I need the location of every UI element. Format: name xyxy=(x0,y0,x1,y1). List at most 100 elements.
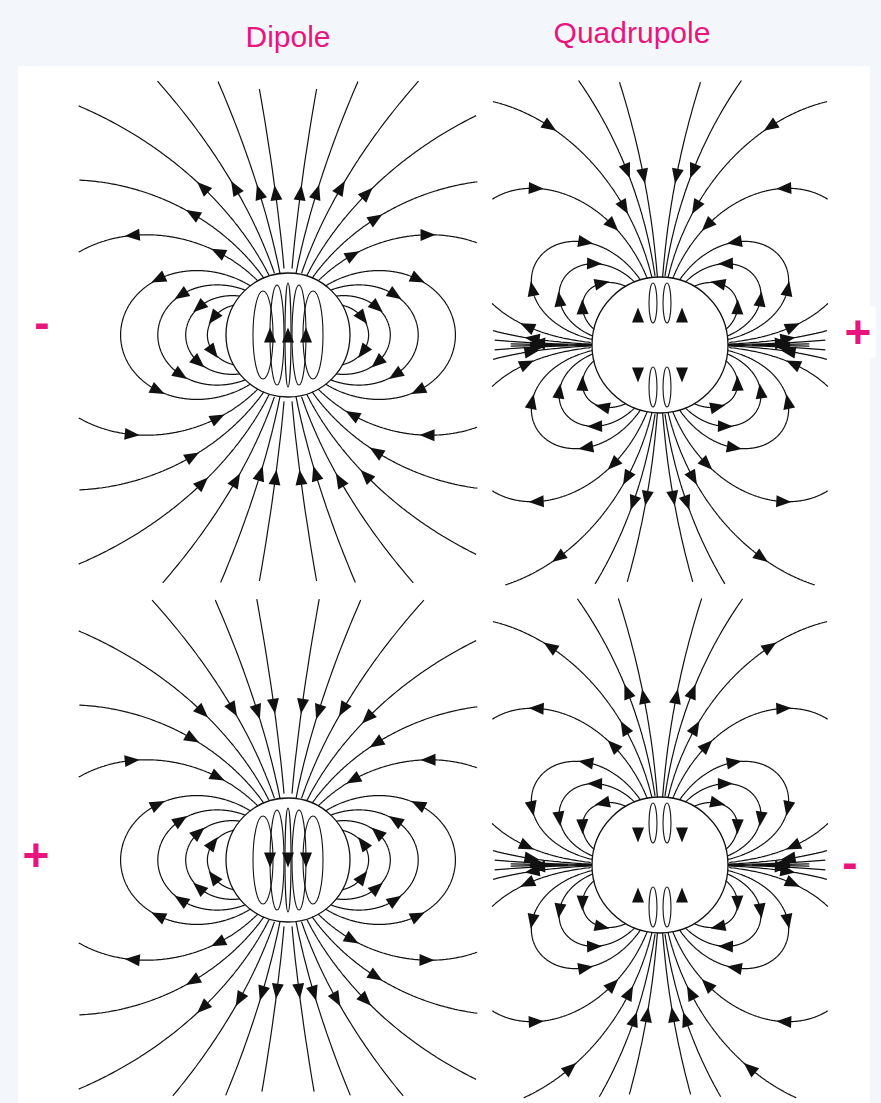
field-line xyxy=(296,81,358,273)
field-line xyxy=(665,599,743,796)
arrowhead xyxy=(151,912,167,924)
arrowhead xyxy=(578,758,594,770)
arrowhead xyxy=(358,188,373,203)
field-line xyxy=(577,599,655,796)
arrowhead xyxy=(587,258,602,270)
field-line xyxy=(524,933,652,1098)
field-line xyxy=(680,871,789,969)
field-line xyxy=(729,303,828,342)
arrowhead xyxy=(576,376,588,391)
field-line xyxy=(318,235,477,281)
arrowhead xyxy=(623,469,636,485)
arrowhead xyxy=(775,337,790,349)
polarity-sign: + xyxy=(841,307,876,358)
arrowhead xyxy=(630,494,641,510)
arrowhead xyxy=(193,703,208,718)
arrowhead xyxy=(711,919,727,931)
arrowhead xyxy=(668,1007,680,1023)
field-line xyxy=(729,868,828,907)
field-line xyxy=(668,102,827,278)
arrowhead xyxy=(544,643,560,656)
arrowhead xyxy=(366,968,382,981)
arrowhead xyxy=(552,384,564,400)
arrowhead xyxy=(761,643,777,656)
arrowhead xyxy=(125,229,141,241)
arrowhead xyxy=(346,771,362,784)
field-line xyxy=(331,285,419,385)
field-line xyxy=(259,401,284,581)
arrowhead xyxy=(666,490,678,506)
field-line xyxy=(673,188,828,278)
arrowhead xyxy=(346,411,362,424)
arrowhead xyxy=(204,837,218,853)
arrowhead xyxy=(175,896,191,909)
field-line xyxy=(627,413,657,582)
field-line xyxy=(221,397,280,583)
arrowhead xyxy=(193,883,208,897)
field-line xyxy=(680,761,789,859)
arrowhead xyxy=(296,470,308,486)
field-line xyxy=(559,874,635,946)
arrowhead xyxy=(676,888,688,903)
field-line xyxy=(262,926,284,1091)
field-line xyxy=(331,810,419,910)
arrowhead xyxy=(530,857,545,869)
field-line xyxy=(302,397,414,583)
field-line xyxy=(158,285,246,385)
arrowhead xyxy=(594,279,610,291)
arrowhead xyxy=(529,703,544,715)
field-line xyxy=(296,600,361,798)
field-line xyxy=(673,708,828,798)
arrowhead xyxy=(702,216,717,231)
arrowhead xyxy=(603,979,618,994)
arrowhead xyxy=(204,342,218,358)
field-line xyxy=(493,102,652,278)
arrowhead xyxy=(632,308,644,323)
field-line xyxy=(559,264,635,336)
field-line xyxy=(620,82,658,277)
arrowhead xyxy=(718,941,733,953)
arrowhead xyxy=(632,828,644,843)
column-heading: Quadrupole xyxy=(554,16,711,49)
sphere-outline xyxy=(592,797,728,933)
arrowhead xyxy=(312,466,324,482)
interior-field-line xyxy=(649,887,657,927)
field-line xyxy=(595,414,655,584)
arrowhead xyxy=(640,1007,652,1023)
arrowhead xyxy=(370,448,386,461)
arrowhead xyxy=(776,182,791,194)
field-line xyxy=(668,933,796,1098)
arrowhead xyxy=(702,979,717,994)
arrowhead xyxy=(186,972,202,985)
arrowhead xyxy=(525,394,537,410)
field-line xyxy=(685,874,761,946)
arrowhead xyxy=(421,754,436,766)
arrowhead xyxy=(256,185,267,201)
field-line xyxy=(492,868,591,907)
arrowhead xyxy=(171,366,187,379)
arrowhead xyxy=(372,828,387,842)
arrowhead xyxy=(328,990,341,1006)
arrowhead xyxy=(555,292,567,308)
arrowhead xyxy=(353,308,367,324)
arrowhead xyxy=(754,292,766,308)
arrowhead xyxy=(608,455,623,470)
field-line xyxy=(296,922,350,1096)
arrowhead xyxy=(297,698,309,714)
field-line xyxy=(79,392,264,490)
arrowhead xyxy=(744,1063,759,1077)
field-line xyxy=(318,389,477,435)
field-line xyxy=(307,920,476,1080)
arrowhead xyxy=(183,730,199,743)
arrowhead xyxy=(732,376,744,391)
arrowhead xyxy=(555,903,567,919)
field-line xyxy=(559,354,635,426)
arrowhead xyxy=(356,991,371,1006)
arrowhead xyxy=(211,249,227,261)
field-line xyxy=(492,823,591,862)
arrowhead xyxy=(529,182,544,194)
arrowhead xyxy=(125,954,141,966)
arrowhead xyxy=(711,279,727,291)
arrowhead xyxy=(692,198,705,214)
field-line xyxy=(79,106,269,276)
